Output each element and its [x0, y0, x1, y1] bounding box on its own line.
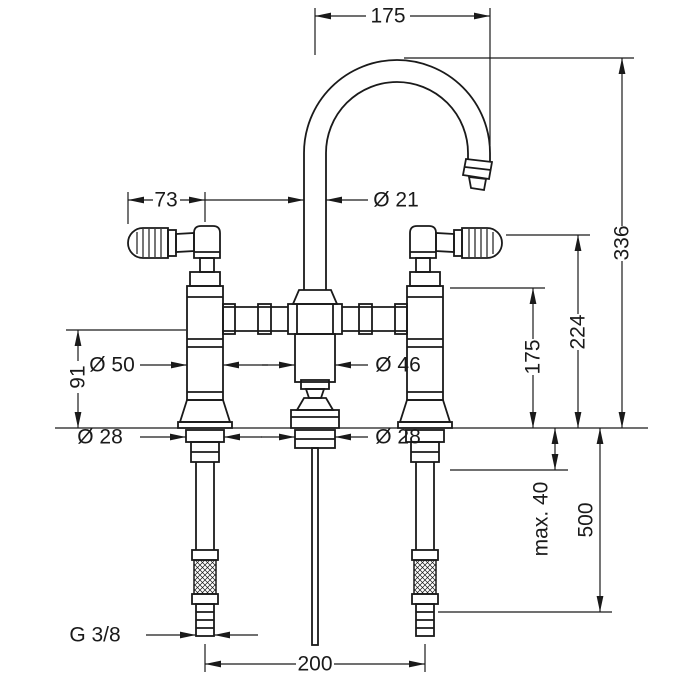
left-supply-shank: [185, 429, 225, 637]
spout: [303, 59, 494, 290]
dim-label-max-deck-thickness: max. 40: [530, 482, 553, 557]
pop-up-rod-knob: [290, 379, 340, 429]
dim-hole-spacing: 200: [204, 644, 426, 676]
dim-label-spout-base-height: 175: [522, 339, 545, 374]
dim-label-valve-body-diameter: Ø 50: [89, 354, 135, 377]
dim-label-spout-reach: 175: [370, 5, 405, 28]
dim-label-supply-hose-length: 500: [575, 502, 598, 537]
dim-spout-base-height: 175: [450, 287, 545, 428]
dim-overall-height: 336: [404, 57, 634, 428]
right-supply-shank: [405, 429, 445, 637]
center-column: [294, 333, 336, 383]
dim-label-connection-thread: G 3/8: [69, 624, 120, 647]
bridge-pipe: [222, 303, 408, 335]
dim-label-center-column-diameter: Ø 46: [375, 354, 421, 377]
dim-deck-to-bridge-height: 91: [66, 329, 186, 428]
dim-label-handle-length: 73: [154, 189, 177, 212]
bridge-center-hub: [287, 303, 343, 335]
left-handle: [127, 225, 221, 259]
dim-label-overall-height: 336: [611, 225, 634, 260]
left-handle-knurling: [136, 229, 162, 257]
dim-label-spout-pipe-diameter: Ø 21: [373, 189, 419, 212]
dim-center-shank-diameter: Ø 28: [261, 426, 421, 449]
dim-max-deck-thickness: max. 40: [450, 428, 568, 556]
spout-base-collar: [291, 289, 339, 305]
right-handle: [409, 225, 503, 259]
center-lift-rod: [294, 429, 336, 646]
right-handle-knurling: [468, 229, 494, 257]
spout-aerator-tip: [461, 158, 494, 192]
dim-handle-length: 73: [127, 189, 206, 224]
dim-spout-pipe-diameter: Ø 21: [205, 189, 419, 212]
dim-center-column-diameter: Ø 46: [262, 354, 421, 377]
dim-label-handle-top-height: 224: [567, 314, 590, 349]
dim-valve-body-diameter: Ø 50: [89, 354, 268, 377]
dim-connection-thread: G 3/8: [69, 624, 258, 647]
dim-label-center-shank-diameter: Ø 28: [375, 426, 421, 449]
right-valve-body: [397, 257, 453, 429]
dim-label-deck-to-bridge-height: 91: [67, 365, 90, 388]
left-valve-body: [177, 257, 233, 429]
dim-handle-top-height: 224: [506, 234, 590, 428]
dim-label-left-shank-diameter: Ø 28: [77, 426, 123, 449]
dim-supply-hose-length: 500: [438, 428, 612, 613]
dim-spout-reach: 175: [314, 5, 491, 145]
dim-left-shank-diameter: Ø 28: [77, 426, 262, 449]
dim-label-hole-spacing: 200: [297, 653, 332, 676]
